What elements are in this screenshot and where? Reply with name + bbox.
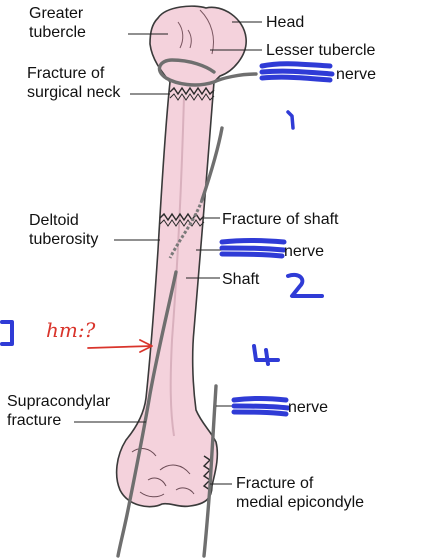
humerus-bone: [115, 5, 247, 508]
surgical-neck-fracture-line-2: [169, 93, 215, 101]
handwritten-number-4: [252, 344, 280, 366]
red-note-arrow: [87, 339, 153, 353]
surgical-neck-fracture-line: [169, 86, 215, 96]
handwritten-number-3: [0, 320, 14, 346]
label-axillary-nerve: nerve: [336, 66, 377, 83]
axillary-nerve: [157, 58, 258, 87]
label-fracture-medial-epicondyle: Fracture of medial epicondyle: [236, 475, 365, 511]
label-greater-tubercle: Greater tubercle: [29, 5, 86, 41]
label-lesser-tubercle: Lesser tubercle: [266, 42, 376, 59]
label-median-nerve: nerve: [288, 399, 329, 416]
label-radial-nerve: nerve: [284, 243, 325, 260]
handwritten-red-note: hm:?: [46, 318, 96, 342]
label-fracture-of-shaft: Fracture of shaft: [222, 211, 339, 228]
redaction-radial: [219, 238, 287, 259]
condyle-detail: [131, 448, 195, 498]
lateral-nerve: [116, 270, 178, 558]
shaft-contour: [169, 95, 185, 437]
shaft-fracture-line-2: [159, 219, 205, 227]
label-shaft: Shaft: [222, 271, 260, 288]
label-supracondylar-fracture: Supracondylar fracture: [7, 393, 111, 429]
label-head: Head: [266, 14, 305, 31]
redaction-median: [231, 396, 291, 417]
label-deltoid-tuberosity: Deltoid tuberosity: [29, 212, 99, 248]
redaction-axillary: [259, 61, 335, 83]
radial-nerve-upper: [200, 126, 224, 202]
epicondyle-fracture-line: [202, 455, 212, 491]
label-fracture-surgical-neck: Fracture of surgical neck: [27, 65, 121, 101]
radial-nerve-dashed: [168, 199, 204, 259]
handwritten-number-2: [286, 273, 324, 298]
medial-nerve: [202, 384, 218, 558]
handwritten-number-1: [286, 110, 295, 130]
